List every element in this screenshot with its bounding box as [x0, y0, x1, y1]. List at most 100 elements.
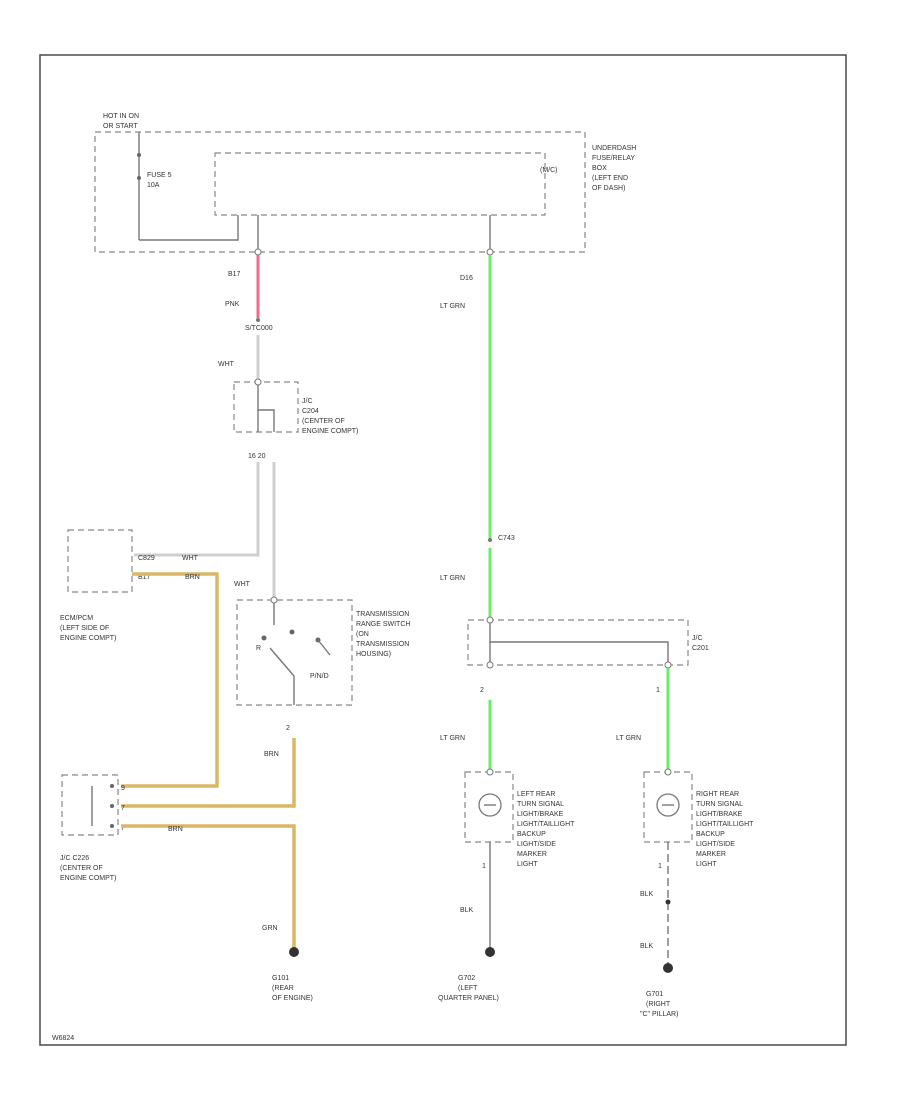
- jc-c201-out-right: [664, 661, 672, 669]
- trans-switch-label-5: HOUSING): [356, 651, 391, 658]
- right-lamp-bulb: [656, 793, 680, 817]
- ecm-label-1: ECM/PCM: [60, 615, 93, 622]
- jc-c201-bus: [489, 623, 669, 665]
- jc-c204-bus: [257, 385, 275, 432]
- jc-c204-box: [233, 381, 299, 433]
- underdash-fuse-box: [94, 131, 586, 253]
- jc-c201-pin-left: 2: [480, 687, 484, 694]
- jc-c226-label-3: ENGINE COMPT): [60, 875, 116, 882]
- box-label-line1: UNDERDASH: [592, 145, 636, 152]
- connector-right: [486, 248, 494, 256]
- wire-brn-switch: [121, 738, 296, 808]
- wire-blk-2-label: BLK: [640, 891, 654, 898]
- wire-grn-label: GRN: [262, 925, 278, 932]
- box-label-line5: OF DASH): [592, 185, 625, 192]
- wire-lt-grn-1-label: LT GRN: [440, 303, 465, 310]
- g101-label-1: G101: [272, 975, 289, 982]
- ground-g101: [289, 947, 299, 957]
- fuse-terminal-bottom: [137, 176, 141, 180]
- jc-c226-pin-3: [110, 824, 114, 828]
- jc-c204-label-3: (CENTER OF: [302, 418, 345, 425]
- jc-c226-pin-2: [110, 804, 114, 808]
- ecm-label-2: (LEFT SIDE OF: [60, 625, 109, 632]
- ground-g702: [485, 947, 495, 957]
- fuse-label-line1: FUSE 5: [147, 172, 172, 179]
- inner-tag: (M/C): [540, 167, 558, 174]
- wire-blk-3-label: BLK: [640, 943, 654, 950]
- wire-lt-grn-4-label: LT GRN: [616, 735, 641, 742]
- jc-c226-label-1: J/C C226: [60, 855, 89, 862]
- ecm-pin-top: C829: [138, 555, 155, 562]
- left-lamp-in: [486, 768, 494, 776]
- right-lamp-label-7: MARKER: [696, 851, 726, 858]
- wire-brn-ground-label: BRN: [168, 826, 183, 833]
- left-lamp-label-8: LIGHT: [517, 861, 538, 868]
- pin-right-label: D16: [460, 275, 473, 282]
- jc-c204-label-2: C204: [302, 408, 319, 415]
- wire-lt-grn-3-label: LT GRN: [440, 735, 465, 742]
- g101-label-3: OF ENGINE): [272, 995, 313, 1002]
- jc-c201-box: [467, 619, 689, 666]
- left-lamp-box: [464, 771, 514, 843]
- switch-contact-1: [261, 635, 267, 641]
- right-splice: [665, 899, 671, 905]
- splice-2-label: C743: [498, 535, 515, 542]
- right-lamp-box: [643, 771, 693, 843]
- trans-switch-pin: 2: [286, 725, 290, 732]
- left-lamp-label-4: LIGHT/TAILLIGHT: [517, 821, 575, 828]
- wire-brn-switch-label: BRN: [264, 751, 279, 758]
- right-lamp-label-3: LIGHT/BRAKE: [696, 811, 743, 818]
- ecm-pin-bottom: B17: [138, 574, 151, 581]
- wire-brn-ecm: [121, 572, 219, 788]
- wire-blk-1-label: BLK: [460, 907, 474, 914]
- right-lamp-pin: 1: [658, 863, 662, 870]
- jc-c226-pin-label-1: 9: [121, 785, 125, 792]
- ground-g701: [663, 963, 673, 973]
- jc-c204-in: [254, 378, 262, 386]
- g702-label-3: QUARTER PANEL): [438, 995, 499, 1002]
- jc-c201-label-1: J/C: [692, 635, 703, 642]
- left-lamp-label-6: LIGHT/SIDE: [517, 841, 556, 848]
- switch-r-label: R: [256, 645, 261, 652]
- fuse-label-line2: 10A: [147, 182, 160, 189]
- left-lamp-label-1: LEFT REAR: [517, 791, 555, 798]
- left-lamp-bulb: [478, 793, 502, 817]
- wire-lt-grn-2-label: LT GRN: [440, 575, 465, 582]
- trans-switch-label-3: (ON: [356, 631, 369, 638]
- right-lamp-label-5: BACKUP: [696, 831, 725, 838]
- jc-c201-pin-right: 1: [656, 687, 660, 694]
- trans-switch-label-2: RANGE SWITCH: [356, 621, 410, 628]
- wire-wht-3-label: WHT: [234, 581, 251, 588]
- right-lamp-label-6: LIGHT/SIDE: [696, 841, 735, 848]
- left-lamp-pin: 1: [482, 863, 486, 870]
- wire-wht-1-label: WHT: [218, 361, 235, 368]
- box-label-line4: (LEFT END: [592, 175, 628, 182]
- jc-c204-pins: 16 20: [248, 453, 266, 460]
- splice-1: [256, 318, 260, 322]
- left-lamp-label-5: BACKUP: [517, 831, 546, 838]
- jc-c201-label-2: C201: [692, 645, 709, 652]
- right-lamp-label-4: LIGHT/TAILLIGHT: [696, 821, 754, 828]
- connector-left: [254, 248, 262, 256]
- g701-label-3: "C" PILLAR): [640, 1011, 678, 1018]
- trans-switch-in: [270, 596, 278, 604]
- hot-label-line1: HOT IN ON: [103, 113, 139, 120]
- jc-c226-pin-label-3: 7: [121, 825, 125, 832]
- jc-c201-in: [486, 616, 494, 624]
- jc-c204-label-4: ENGINE COMPT): [302, 428, 358, 435]
- switch-arm: [269, 647, 295, 677]
- ecm-label-3: ENGINE COMPT): [60, 635, 116, 642]
- jc-c201-out-left: [486, 661, 494, 669]
- splice-1-label: S/TC000: [245, 325, 273, 332]
- trans-switch-label-1: TRANSMISSION: [356, 611, 409, 618]
- g702-label-1: G702: [458, 975, 475, 982]
- g101-label-2: (REAR: [272, 985, 294, 992]
- wire-brn-label: BRN: [185, 574, 200, 581]
- g702-label-2: (LEFT: [458, 985, 478, 992]
- splice-2: [488, 538, 492, 542]
- jc-c226-label-2: (CENTER OF: [60, 865, 103, 872]
- hot-label-line2: OR START: [103, 123, 138, 130]
- wire-wht-to-ecm: [134, 462, 260, 557]
- right-lamp-label-2: TURN SIGNAL: [696, 801, 743, 808]
